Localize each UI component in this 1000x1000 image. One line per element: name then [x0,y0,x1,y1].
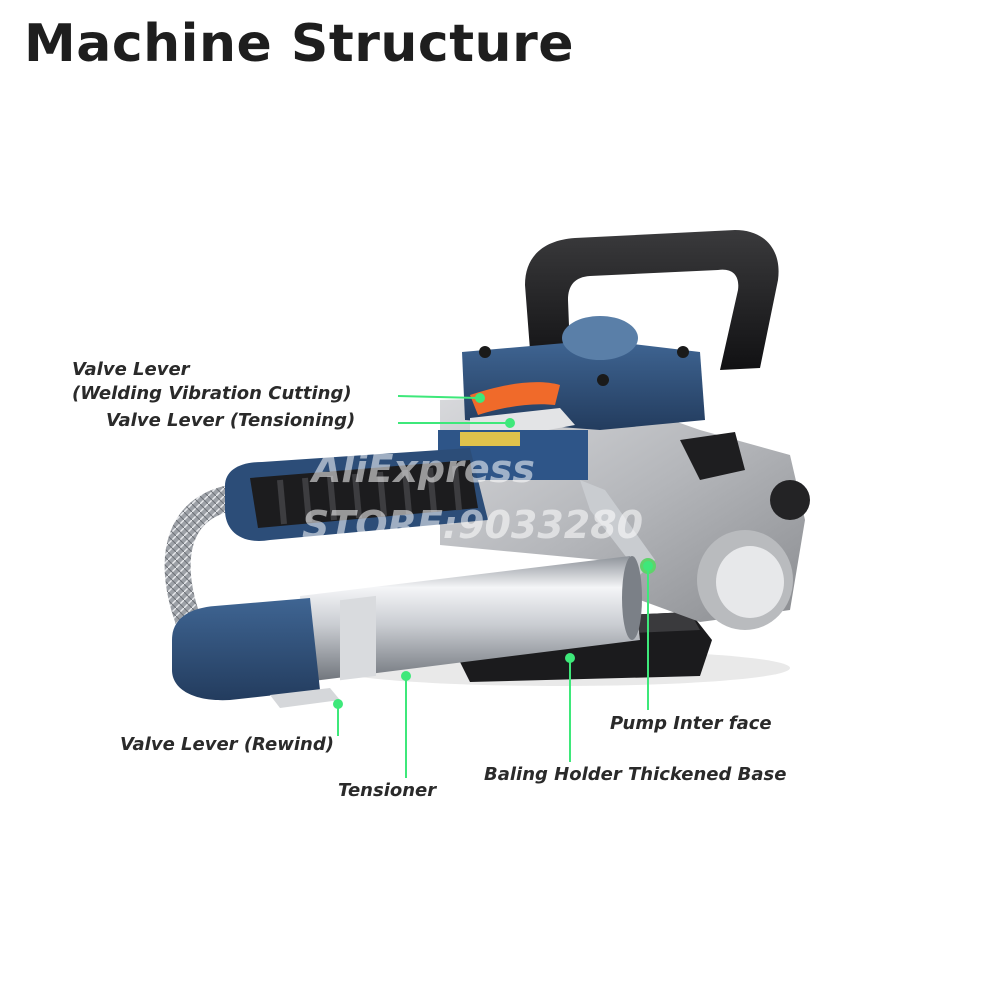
callout-welding-valve-lever-line-1: Valve Lever [72,359,190,380]
watermark-line-2: STORE:9033280 [302,503,643,547]
carry-handle [525,230,779,370]
callout-tensioner: Tensioner [338,780,437,801]
callout-baling-holder-base: Baling Holder Thickened Base [484,764,787,785]
tensioner-cylinder [300,556,640,682]
page-title: Machine Structure [24,14,574,74]
callout-tensioning-valve-lever: Valve Lever (Tensioning) [106,410,356,431]
rear-end-cap [172,598,320,701]
leader-welding [397,395,479,399]
rear-knob-icon [770,480,810,520]
watermark-line-1: AliExpress [309,447,535,491]
callout-welding-valve-lever-line-2: (Welding Vibration Cutting) [72,383,352,404]
callout-rewind-valve-lever: Valve Lever (Rewind) [120,734,334,755]
motor-housing [462,340,705,430]
braided-hose [164,483,259,638]
callout-pump-interface: Pump Inter face [610,713,772,734]
welding-valve-lever [470,382,560,415]
pump-fitting [580,480,655,575]
rewind-valve-lever [270,688,340,708]
